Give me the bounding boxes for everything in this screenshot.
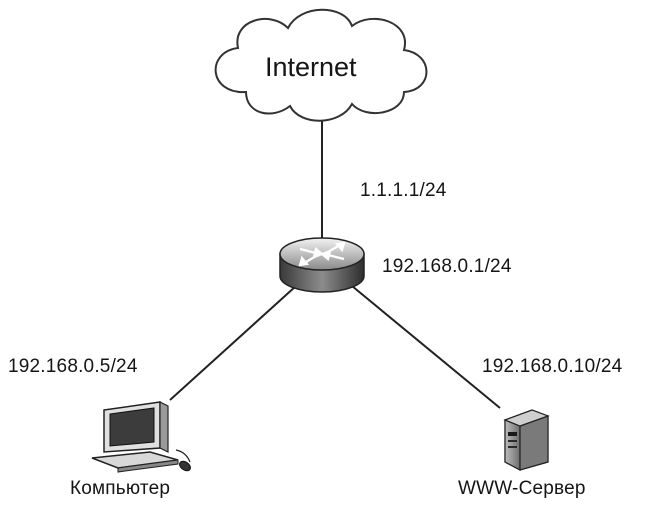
server-icon	[503, 409, 550, 471]
link-router-server	[351, 285, 501, 409]
router-wan-ip-label: 1.1.1.1/24	[360, 180, 447, 201]
computer-ip-label: 192.168.0.5/24	[8, 356, 138, 377]
internet-cloud-icon	[214, 8, 428, 122]
server-name-label: WWW-Сервер	[458, 478, 586, 499]
computer-name-label: Компьютер	[70, 478, 171, 499]
internet-label: Internet	[265, 52, 357, 82]
server-ip-label: 192.168.0.10/24	[482, 356, 623, 377]
computer-icon	[91, 401, 191, 473]
router-lan-ip-label: 192.168.0.1/24	[382, 256, 512, 277]
link-router-computer	[169, 285, 297, 401]
router-icon	[279, 237, 365, 293]
